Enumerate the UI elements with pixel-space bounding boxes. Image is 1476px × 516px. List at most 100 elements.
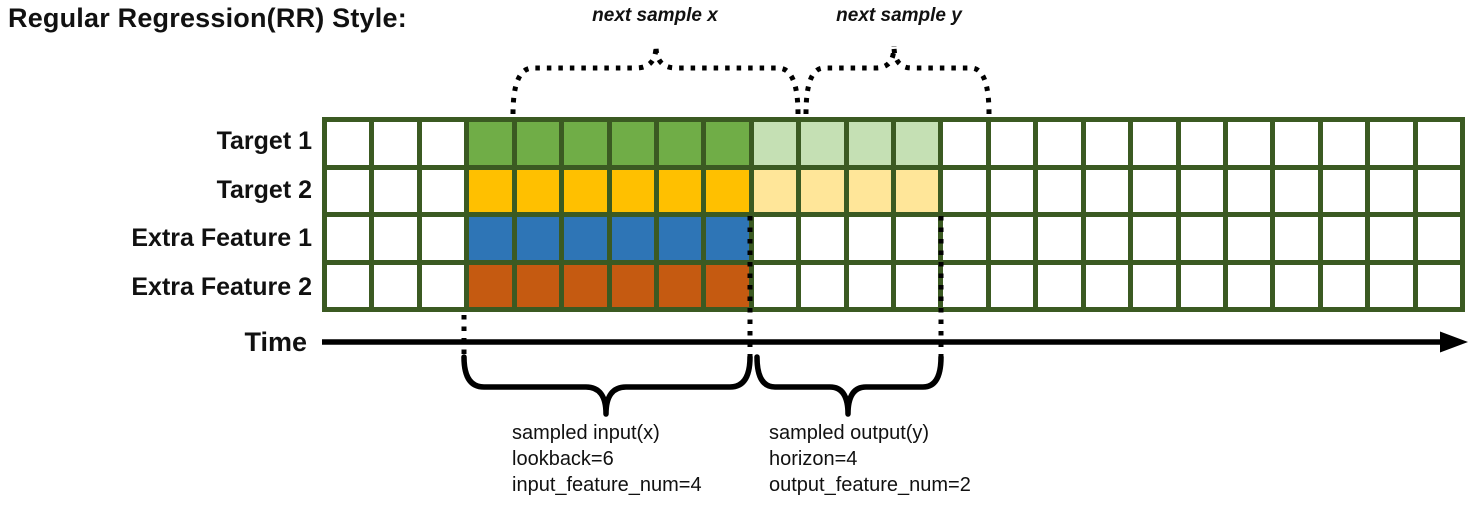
grid-cell [1322,217,1366,260]
grid-cell [611,122,654,165]
grid-cell [564,122,607,165]
grid-cell [1133,122,1176,165]
grid-cell [801,264,844,307]
grid-cell [706,217,749,260]
grid-cell [421,217,465,260]
grid-cell [1085,169,1129,212]
grid-cell [753,264,797,307]
grid-cell [1370,169,1413,212]
grid-cell [706,122,749,165]
diagram-title: Regular Regression(RR) Style: [8,3,407,33]
grid-cell [990,264,1034,307]
row-label-target-1: Target 1 [216,126,312,155]
sampled-output-line-1: sampled output(y) [769,422,930,444]
grid-cell [658,217,702,260]
grid-cell [516,169,560,212]
grid-cell [990,169,1034,212]
grid-cell [1133,217,1176,260]
sampled-output-brace [754,354,944,417]
grid-cell [516,122,560,165]
sampled-input-line-3: input_feature_num=4 [512,474,702,496]
row-label-extra-feature-1: Extra Feature 1 [131,224,312,253]
grid-cell [1133,169,1176,212]
grid-cell [658,169,702,212]
grid-cell [564,217,607,260]
grid-cell [753,122,797,165]
grid-cell [801,217,844,260]
grid-cell [374,169,417,212]
time-axis-arrowhead [1440,331,1468,353]
sampled-output-line-2: horizon=4 [769,448,858,470]
grid-cell [848,264,891,307]
grid-cell [1227,169,1271,212]
grid-cell [1133,264,1176,307]
grid-cell [848,122,891,165]
grid-cell [943,122,986,165]
grid-cell [1085,264,1129,307]
grid-cell [706,264,749,307]
grid-cell [564,264,607,307]
grid-cell [469,122,512,165]
row-label-target-2: Target 2 [216,175,312,204]
grid-cell [1227,217,1271,260]
next-sample-y-label: next sample y [836,5,962,26]
grid-cell [1085,217,1129,260]
grid-cell [1417,169,1460,212]
grid-cell [516,217,560,260]
grid-cell [1417,217,1460,260]
grid-cell [706,169,749,212]
grid-cell [848,217,891,260]
grid-cell [943,169,986,212]
grid-cell [943,217,986,260]
grid-cell [1275,122,1318,165]
grid-cell [1322,169,1366,212]
grid-cell [327,217,370,260]
grid-cell [896,264,939,307]
grid-cell [848,169,891,212]
grid-cell [611,264,654,307]
grid-cell [1322,264,1366,307]
grid-cell [611,169,654,212]
grid-cell [1417,122,1460,165]
grid-cell [801,122,844,165]
grid-cell [1180,264,1223,307]
grid-cell [658,264,702,307]
grid-cell [1275,264,1318,307]
sample-grid [322,117,1465,312]
grid-cell [801,169,844,212]
grid-cell [1370,264,1413,307]
sampled-input-caption: sampled input(x) lookback=6 input_featur… [512,420,702,498]
grid-cell [421,122,465,165]
grid-cell [374,217,417,260]
grid-cell [327,169,370,212]
grid-cell [658,122,702,165]
grid-cell [469,264,512,307]
sampled-input-line-1: sampled input(x) [512,422,660,444]
next-sample-x-brace [510,45,801,115]
grid-cell [753,217,797,260]
grid-cell [421,169,465,212]
grid-cell [611,217,654,260]
grid-cell [1370,122,1413,165]
grid-cell [1370,217,1413,260]
grid-cell [1038,122,1081,165]
next-sample-x-label: next sample x [592,5,718,26]
grid-cell [421,264,465,307]
grid-cell [1038,217,1081,260]
grid-cell [1227,122,1271,165]
grid-cell [469,217,512,260]
grid-cell [1275,217,1318,260]
sampled-output-line-3: output_feature_num=2 [769,474,971,496]
grid-cell [1038,169,1081,212]
grid-cell [516,264,560,307]
grid-cell [374,264,417,307]
time-axis-label: Time [244,327,307,357]
grid-cell [1180,217,1223,260]
grid-cell [896,217,939,260]
sampled-input-line-2: lookback=6 [512,448,614,470]
grid-cell [1180,122,1223,165]
sampled-input-brace [461,354,753,417]
grid-cell [327,122,370,165]
grid-cell [1038,264,1081,307]
